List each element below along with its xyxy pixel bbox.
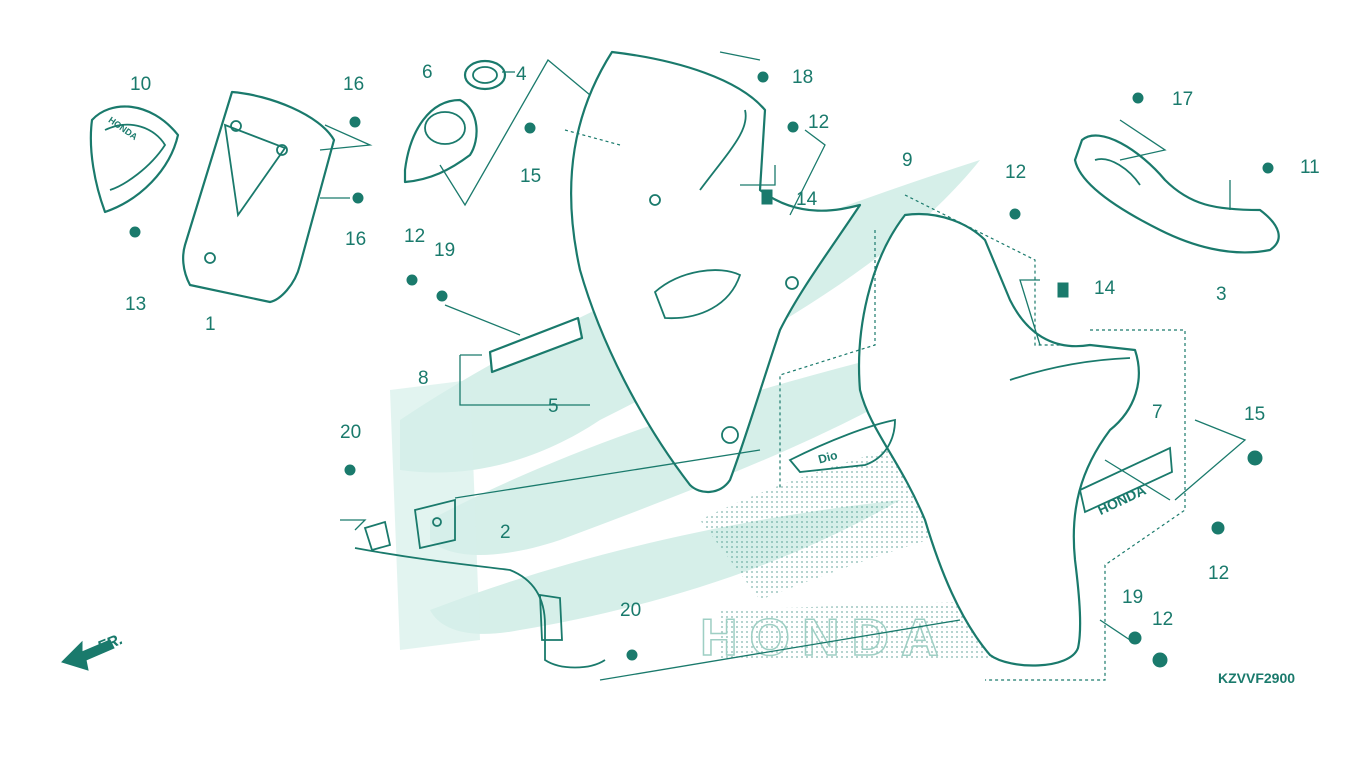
callout-20a: 20: [340, 422, 361, 443]
callout-12c: 12: [1005, 162, 1026, 183]
part-4-grommet: [463, 59, 507, 91]
callout-2: 2: [500, 522, 511, 543]
callout-11: 11: [1300, 157, 1320, 178]
callout-9: 9: [902, 150, 913, 171]
callout-3: 3: [1216, 284, 1227, 305]
callout-12d: 12: [1208, 563, 1229, 584]
callout-16b: 16: [345, 229, 366, 250]
part-3-rear-cover: [1073, 134, 1280, 254]
callout-labels: 10 1 13 16 16 6 4 18 12 15 14 12 19 8 5 …: [125, 62, 1320, 630]
callout-14a: 14: [796, 189, 818, 210]
callout-18: 18: [792, 67, 813, 88]
leader-lines: [319, 51, 1247, 681]
callout-19a: 19: [434, 240, 455, 261]
callout-20b: 20: [620, 600, 641, 621]
callout-6: 6: [422, 62, 433, 83]
callout-12e: 12: [1152, 609, 1173, 630]
svg-text:Dio: Dio: [817, 448, 839, 467]
part-10-emblem: HONDA: [89, 105, 180, 214]
callout-1: 1: [205, 314, 216, 335]
honda-emblem: HONDA: [1095, 482, 1148, 518]
callout-12b: 12: [404, 226, 425, 247]
callout-8: 8: [418, 368, 429, 389]
front-direction-label: FR.: [95, 631, 125, 656]
callout-10: 10: [130, 74, 151, 95]
part-2-stay: [354, 498, 606, 669]
watermark-text: HONDA: [700, 609, 951, 667]
callout-13: 13: [125, 294, 146, 315]
part-6-key-cover: [403, 98, 478, 184]
callout-4: 4: [516, 64, 527, 85]
callout-14b: 14: [1094, 278, 1116, 299]
callout-16a: 16: [343, 74, 364, 95]
callout-15a: 15: [520, 166, 541, 187]
fasteners: [129, 71, 1274, 668]
part-5-inner-cover: [570, 50, 862, 493]
part-8-label-strip: [488, 316, 584, 374]
diagram-code: KZVVF2900: [1218, 670, 1295, 686]
front-direction-arrow: FR.: [61, 631, 125, 671]
callout-17: 17: [1172, 89, 1193, 110]
callout-19b: 19: [1122, 587, 1143, 608]
callout-15b: 15: [1244, 404, 1265, 425]
callout-7: 7: [1152, 402, 1163, 423]
callout-12a: 12: [808, 112, 829, 133]
callout-5: 5: [548, 396, 559, 417]
part-1-front-panel: [182, 90, 336, 304]
